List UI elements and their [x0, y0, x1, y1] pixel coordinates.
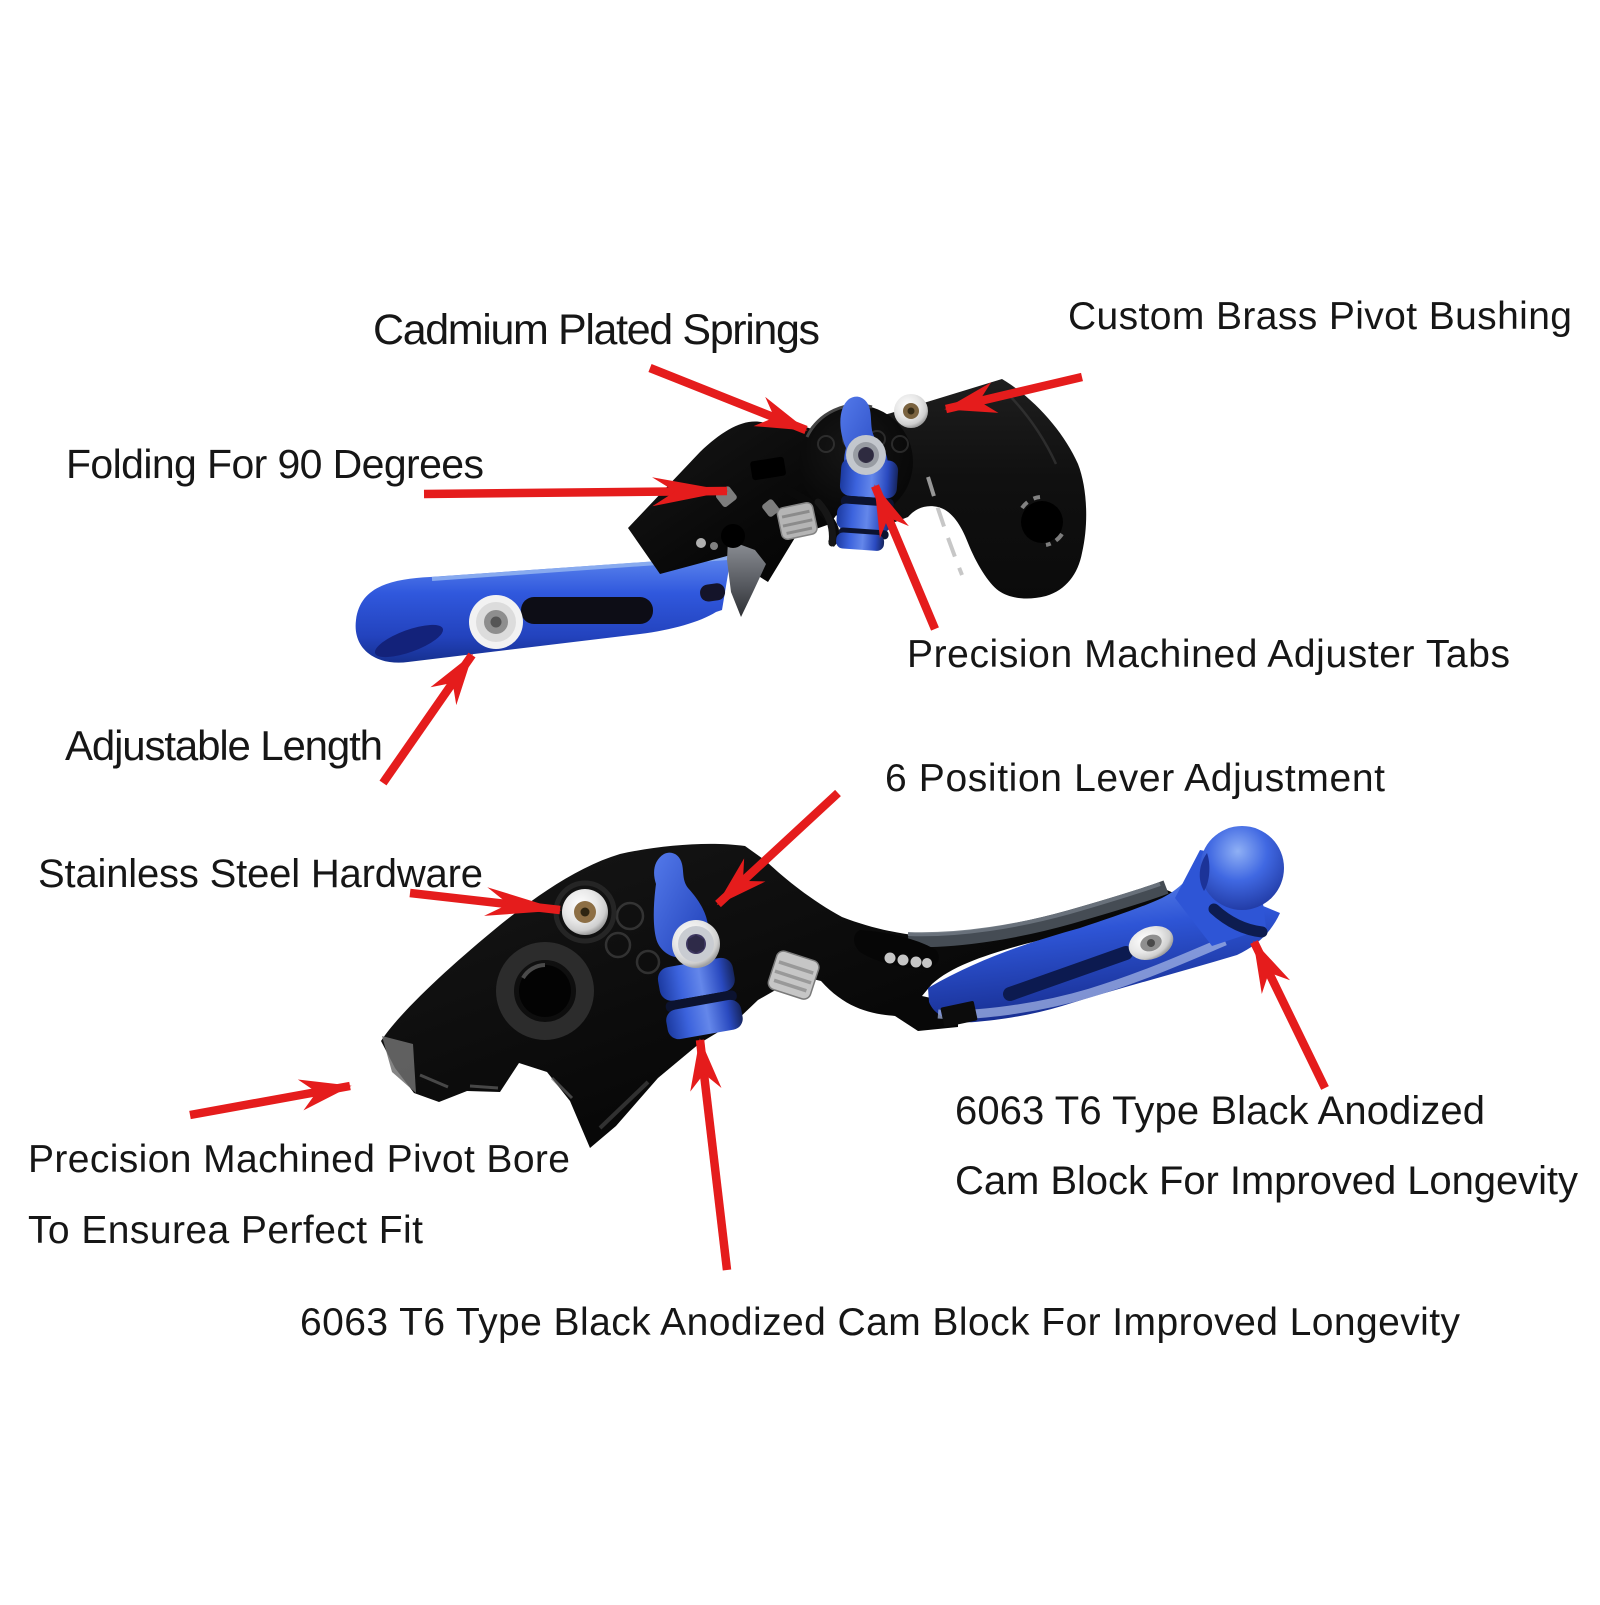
svg-text:6063 T6 Type Black Anodized: 6063 T6 Type Black Anodized — [955, 1089, 1485, 1133]
svg-text:To Ensurea Perfect Fit: To Ensurea Perfect Fit — [28, 1209, 423, 1252]
svg-text:6 Position Lever Adjustment: 6 Position Lever Adjustment — [885, 757, 1385, 800]
svg-text:6063 T6 Type Black Anodized Ca: 6063 T6 Type Black Anodized Cam Block Fo… — [300, 1301, 1461, 1344]
svg-text:Cadmium Plated Springs: Cadmium Plated Springs — [373, 306, 820, 354]
svg-text:Folding For 90 Degrees: Folding For 90 Degrees — [66, 441, 484, 487]
svg-text:Stainless Steel Hardware: Stainless Steel Hardware — [38, 852, 483, 896]
svg-text:Precision Machined Adjuster Ta: Precision Machined Adjuster Tabs — [907, 633, 1510, 676]
svg-text:Cam Block For Improved Longevi: Cam Block For Improved Longevity — [955, 1159, 1578, 1203]
svg-text:Precision Machined Pivot Bore: Precision Machined Pivot Bore — [28, 1138, 570, 1181]
svg-text:Adjustable Length: Adjustable Length — [65, 722, 383, 769]
svg-text:Custom Brass Pivot Bushing: Custom Brass Pivot Bushing — [1068, 295, 1572, 338]
